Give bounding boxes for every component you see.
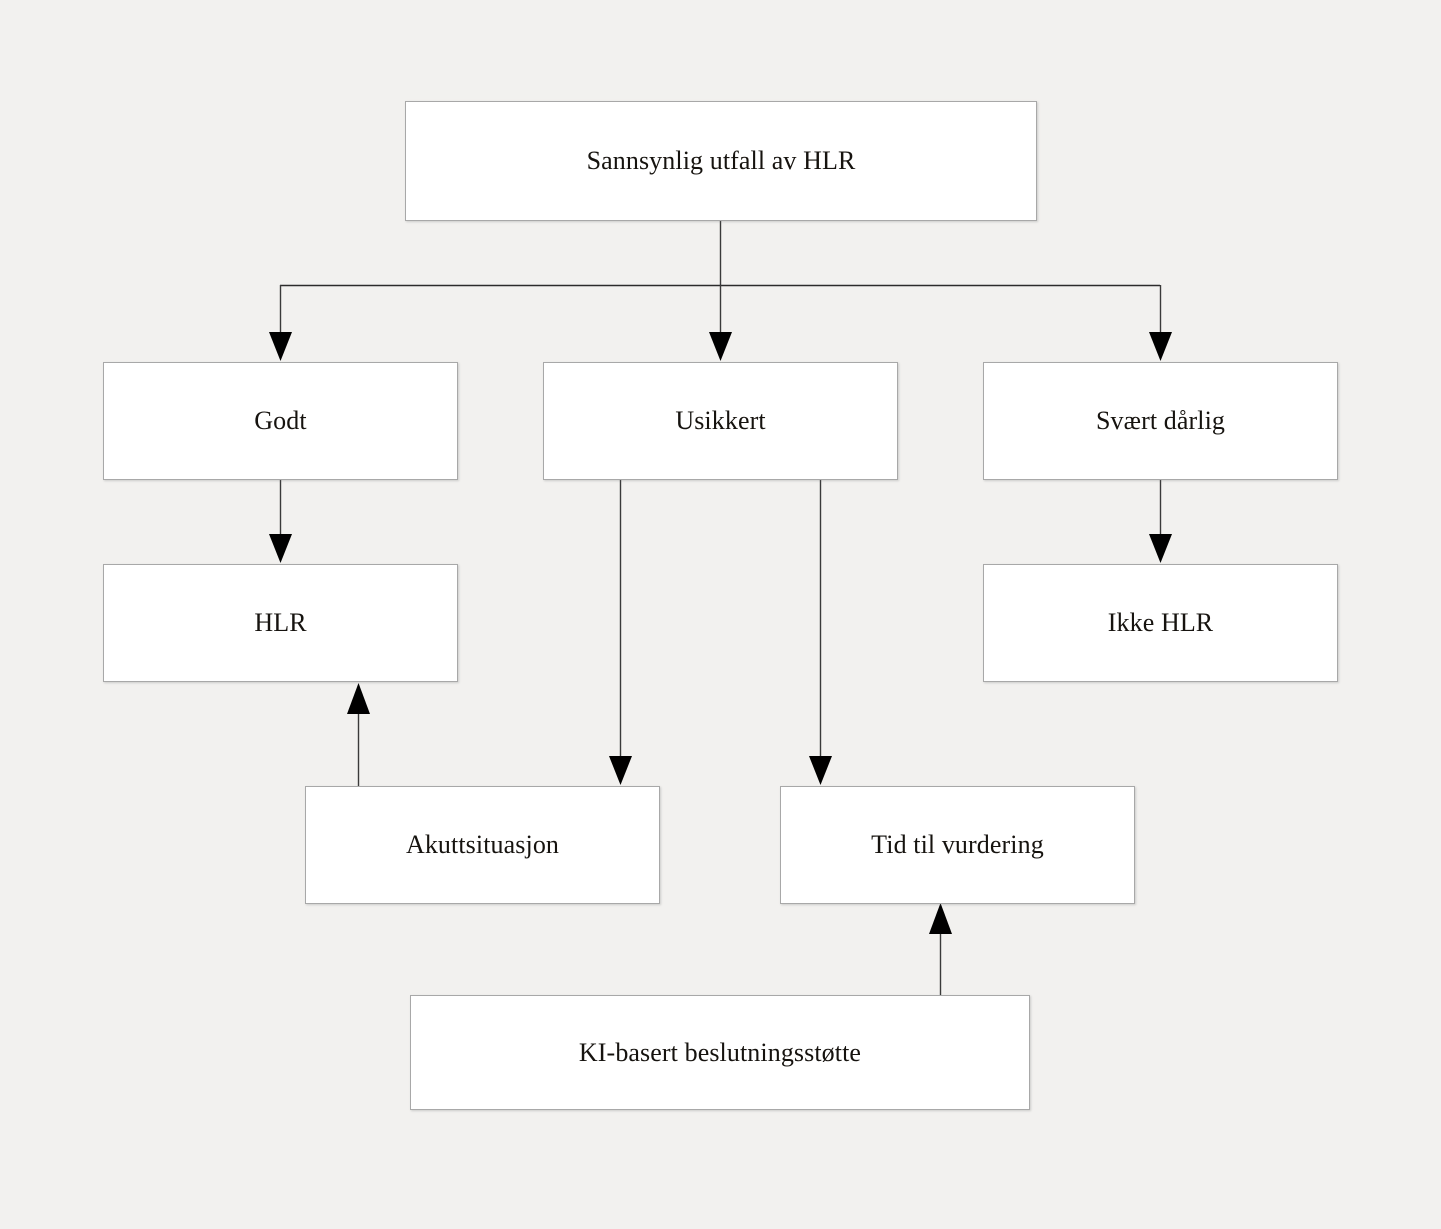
- edge-godt-to-hlr-arrowhead: [269, 534, 292, 563]
- node-akuttsituasjon-label: Akuttsituasjon: [405, 830, 560, 860]
- node-usikkert[interactable]: Usikkert: [543, 362, 898, 480]
- node-hlr[interactable]: HLR: [103, 564, 458, 682]
- node-svaert-daarlig-label: Svært dårlig: [1095, 406, 1226, 436]
- edge-ki-to-tid-arrowhead: [929, 903, 952, 934]
- node-godt[interactable]: Godt: [103, 362, 458, 480]
- node-tid-til-vurdering[interactable]: Tid til vurdering: [780, 786, 1135, 904]
- edge-svaert-to-ikkehlr-arrowhead: [1149, 534, 1172, 563]
- edge-root-to-usikkert-arrowhead: [709, 332, 732, 361]
- node-ki-basert-beslutningsstotte-label: KI-basert beslutningsstøtte: [578, 1037, 862, 1067]
- node-ikke-hlr-label: Ikke HLR: [1107, 608, 1214, 638]
- node-ikke-hlr[interactable]: Ikke HLR: [983, 564, 1338, 682]
- edge-root-to-svaert-arrowhead: [1149, 332, 1172, 361]
- edge-usikkert-to-akutt-arrowhead: [609, 756, 632, 785]
- edge-akutt-to-hlr-arrowhead: [347, 683, 370, 714]
- node-tid-til-vurdering-label: Tid til vurdering: [871, 830, 1044, 860]
- node-root-label: Sannsynlig utfall av HLR: [586, 146, 856, 176]
- node-svaert-daarlig[interactable]: Svært dårlig: [983, 362, 1338, 480]
- edge-usikkert-to-tid-arrowhead: [809, 756, 832, 785]
- node-usikkert-label: Usikkert: [675, 406, 766, 436]
- edge-root-to-godt-arrowhead: [269, 332, 292, 361]
- node-akuttsituasjon[interactable]: Akuttsituasjon: [305, 786, 660, 904]
- node-ki-basert-beslutningsstotte[interactable]: KI-basert beslutningsstøtte: [410, 995, 1030, 1110]
- node-root[interactable]: Sannsynlig utfall av HLR: [405, 101, 1037, 221]
- node-hlr-label: HLR: [254, 608, 307, 638]
- node-godt-label: Godt: [254, 406, 307, 436]
